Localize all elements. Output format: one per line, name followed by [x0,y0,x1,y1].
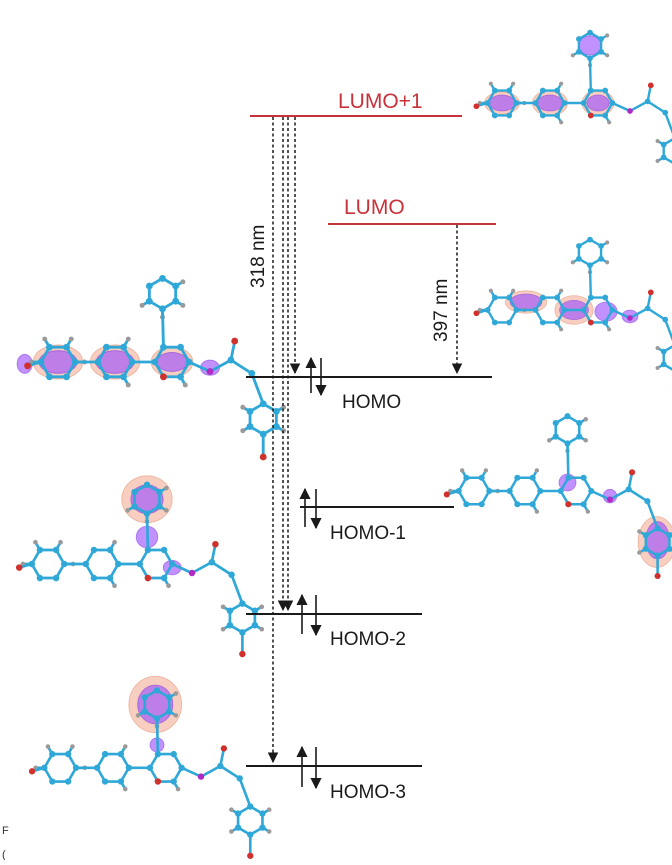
level-label-homo2: HOMO-2 [330,629,406,650]
orbital-lumo1-molecule [474,30,672,186]
electron-pair-homo1 [305,489,316,528]
level-label-homo1: HOMO-1 [330,523,406,544]
level-label-lumo1: LUMO+1 [338,90,423,113]
electron-pair-homo3 [302,747,316,788]
caption-fragment-1: F [2,825,9,837]
orbital-lumo-molecule [474,237,672,393]
orbital-homo2-molecule [16,476,264,657]
orbital-molecule-renderings [16,30,672,859]
level-label-homo: HOMO [342,392,401,413]
transition-label-318nm: 318 nm [248,225,269,288]
level-label-lumo: LUMO [344,196,405,219]
level-label-homo3: HOMO-3 [330,782,406,803]
caption-fragment-2: ( [2,849,6,860]
orbital-homo1-molecule [444,413,672,579]
transition-label-397nm: 397 nm [431,279,452,342]
orbital-homo-molecule [17,275,286,460]
orbital-homo3-molecule [29,676,272,859]
